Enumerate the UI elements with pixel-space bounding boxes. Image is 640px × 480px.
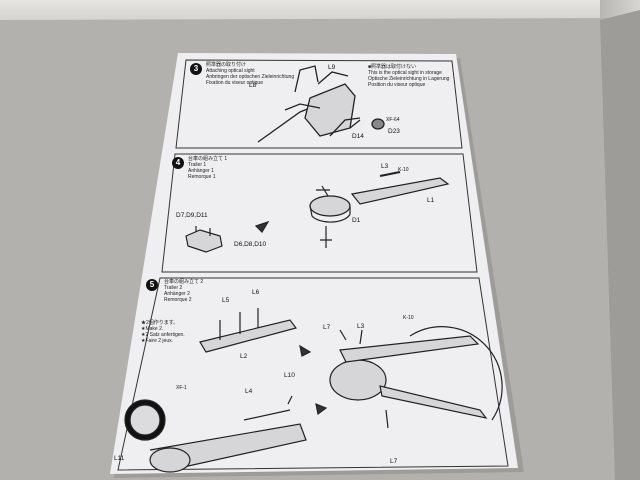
step-5-note-line: ★Make 2. [141,326,164,332]
part-label: L4 [245,388,253,395]
step-4-title-line: 台車の組み立て 1 [188,156,228,162]
part-label: L11 [114,455,125,462]
step-3-title-line: Fixation du viseur optique [206,80,263,86]
step-5-title-line: Trailer 2 [164,285,183,291]
part-label: L6 [252,289,260,296]
part-label: D6,D8,D10 [234,241,267,248]
step-4-frame [161,153,478,273]
step-5-drawing [124,308,503,473]
step-4-title-line: Trailer 1 [188,162,207,168]
part-label: D7,D9,D11 [176,212,208,219]
cardboard-shadow [600,10,640,480]
part-label: L9 [328,64,336,71]
step-3-title-line: Anbringen der optischen Zieleinrichtung [206,74,295,80]
step-3-note-line: Position du viseur optique [368,82,426,88]
part-label: L1 [427,197,435,204]
part-label: L7 [323,324,331,331]
part-label: D14 [352,133,364,140]
part-label: L2 [240,353,248,360]
step-3-note-line: ■照準器は取付けない [368,64,417,70]
part-label: K-10 [403,315,414,321]
step-4-number: 4 [172,157,184,169]
step-5-title: 台車の組み立て 2 Trailer 2 Anhänger 2 Remorque … [164,279,203,303]
step-4-title-line: Anhänger 1 [188,168,214,174]
part-label: L3 [357,323,365,330]
step-3-note-line: Optische Zieleinrichtung in Lagerung [368,76,450,82]
instruction-sheet [110,53,518,474]
step-5-note-line: ★2個作ります。 [141,320,179,326]
part-label: L10 [284,372,295,379]
step-3-number: 3 [190,63,202,75]
step-5-title-line: Remorque 2 [164,297,192,303]
background-wall [0,0,640,22]
part-label: XF-1 [176,385,187,391]
step-4-title: 台車の組み立て 1 Trailer 1 Anhänger 1 Remorque … [188,156,227,180]
part-label: XF-64 [386,117,400,123]
part-label: K-10 [398,167,409,173]
step-4-title-line: Remorque 1 [188,174,216,180]
step-3-note-line: This is the optical sight in storage [368,70,442,76]
step-5-title-line: 台車の組み立て 2 [164,279,204,285]
part-label: L5 [222,297,230,304]
step-5-number: 5 [146,279,158,291]
step-5-title-line: Anhänger 2 [164,291,190,297]
part-label: L8 [249,82,257,89]
part-label: D1 [352,217,361,224]
part-label: L7 [390,458,398,465]
step-4-drawing [185,171,450,253]
step-3-title: 照準器の取り付け Attaching optical sight Anbring… [206,62,294,86]
step-3-drawing [257,65,385,143]
part-label: D23 [388,128,400,135]
step-3-note: ■照準器は取付けない This is the optical sight in … [368,64,449,88]
step-5-note: ★2個作ります。 ★Make 2. ★2 Satz anfertigen. ★F… [141,320,185,344]
part-label: L3 [381,163,389,170]
step-3-frame [175,59,463,149]
step-5-note-line: ★Faire 2 jeux. [141,338,173,344]
step-3-title-line: 照準器の取り付け [206,62,247,68]
step-5-note-line: ★2 Satz anfertigen. [141,332,185,338]
step-3-title-line: Attaching optical sight [206,68,255,74]
